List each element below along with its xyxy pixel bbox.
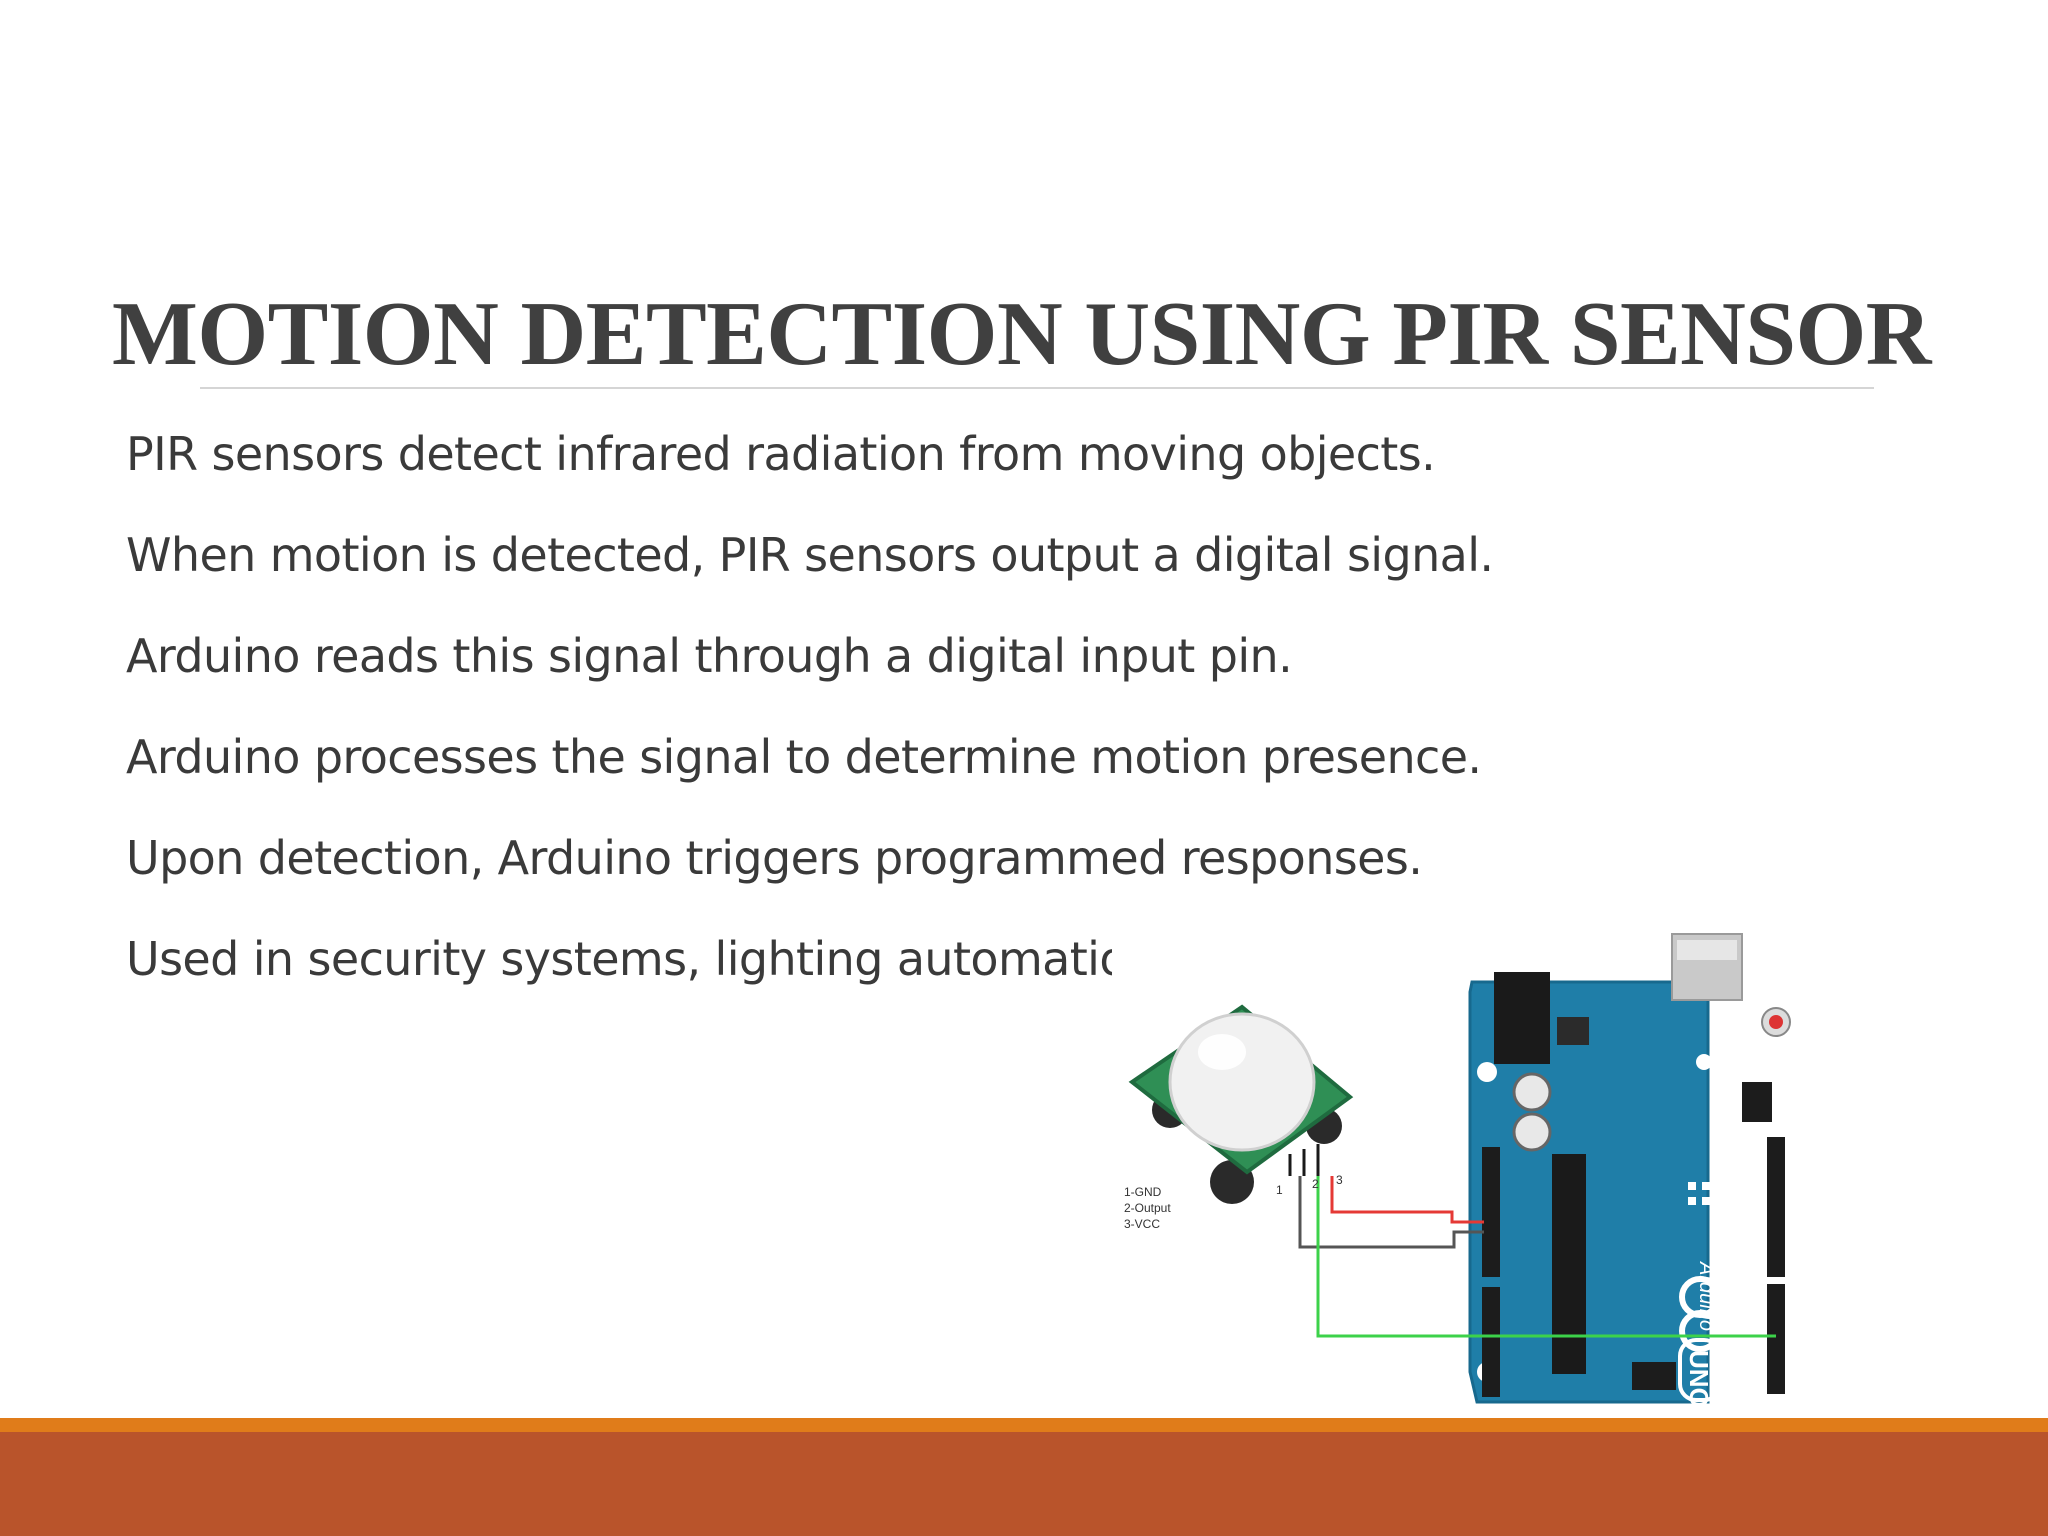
- wiring-illustration: Arduino UNO: [1124, 933, 1791, 1408]
- digital-header-top: [1767, 1137, 1785, 1277]
- slide-title: MOTION DETECTION USING PIR SENSOR: [112, 283, 1932, 384]
- pin-number-1: 1: [1276, 1183, 1283, 1197]
- pin-number-2: 2: [1312, 1177, 1319, 1191]
- gnd-wire: [1298, 1176, 1484, 1249]
- bullet-item: When motion is detected, PIR sensors out…: [126, 528, 1494, 582]
- pin-legend-output: 2-Output: [1124, 1201, 1171, 1215]
- pin-legend-gnd: 1-GND: [1124, 1185, 1162, 1199]
- bullet-item: PIR sensors detect infrared radiation fr…: [126, 427, 1436, 481]
- footer-accent-stripe: [0, 1418, 2048, 1432]
- bullet-list: PIR sensors detect infrared radiation fr…: [126, 404, 1626, 1010]
- uno-badge: [1678, 1338, 1722, 1402]
- footer-band: [0, 1432, 2048, 1536]
- microcontroller-chip: [1552, 1154, 1586, 1374]
- digital-header-bottom: [1767, 1284, 1785, 1394]
- bullet-item: Arduino processes the signal to determin…: [126, 730, 1482, 784]
- vcc-wire: [1330, 1176, 1484, 1224]
- title-divider: [200, 387, 1874, 389]
- pin-number-3: 3: [1336, 1173, 1343, 1187]
- pir-arduino-wiring-figure: Arduino UNO: [1112, 932, 1822, 1412]
- output-wire: [1316, 1176, 1776, 1338]
- board-model-label: UNO: [1684, 1350, 1714, 1408]
- bullet-item: Arduino reads this signal through a digi…: [126, 629, 1293, 683]
- arduino-uno-board: Arduino UNO: [1468, 933, 1791, 1408]
- bullet-item: Upon detection, Arduino triggers program…: [126, 831, 1423, 885]
- analog-header: [1482, 1287, 1500, 1397]
- pin-legend-vcc: 3-VCC: [1124, 1217, 1160, 1231]
- fresnel-lens-dome: [1168, 1012, 1316, 1152]
- power-jack: [1494, 972, 1550, 1064]
- power-header: [1482, 1147, 1500, 1277]
- arduino-logo-icon: [1679, 1276, 1721, 1352]
- pir-sensor-module: [1128, 1004, 1354, 1204]
- connection-wires: [1298, 1176, 1776, 1338]
